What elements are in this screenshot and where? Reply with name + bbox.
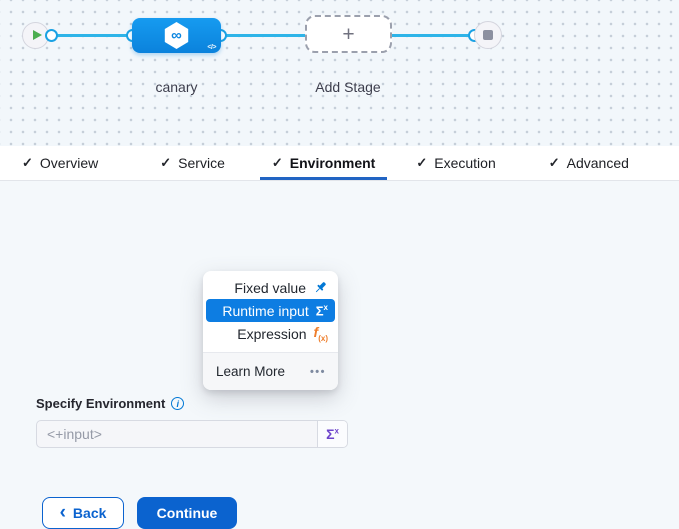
tab-advanced[interactable]: ✓ Advanced bbox=[537, 146, 641, 180]
menu-item-label: Expression bbox=[237, 325, 307, 342]
check-icon: ✓ bbox=[416, 155, 428, 170]
tab-service[interactable]: ✓ Service bbox=[148, 146, 237, 180]
expression-fx-icon: f(x) bbox=[313, 324, 328, 343]
pipeline-edge bbox=[390, 34, 476, 37]
runtime-input-sigma-icon: Σx bbox=[315, 302, 328, 319]
environment-panel: Specify Environment i Σx ‹ Back Continue bbox=[0, 182, 679, 529]
learn-more-label: Learn More bbox=[216, 364, 286, 379]
infinity-icon: ∞ bbox=[171, 27, 182, 44]
menu-item-runtime-input[interactable]: Runtime input Σx bbox=[206, 299, 335, 322]
pipeline-start-node bbox=[22, 22, 49, 49]
stage-name-label: canary bbox=[155, 79, 198, 95]
specify-environment-label: Specify Environment i bbox=[36, 396, 185, 411]
pipeline-edge bbox=[220, 34, 307, 37]
pin-icon bbox=[315, 282, 326, 293]
add-stage-button[interactable]: + bbox=[305, 15, 392, 53]
check-icon: ✓ bbox=[271, 155, 283, 170]
plus-icon: + bbox=[342, 22, 355, 46]
stage-config-tabbar: ✓ Overview ✓ Service ✓ Environment ✓ Exe… bbox=[0, 146, 679, 181]
input-type-dropdown: Fixed value Runtime input Σx Expression … bbox=[203, 271, 338, 390]
environment-input-group: Σx bbox=[36, 420, 348, 448]
tab-label: Advanced bbox=[566, 155, 629, 171]
info-icon[interactable]: i bbox=[171, 397, 185, 410]
input-type-selector-button[interactable]: Σx bbox=[317, 421, 347, 447]
continue-button[interactable]: Continue bbox=[137, 497, 237, 529]
menu-item-fixed-value[interactable]: Fixed value bbox=[203, 276, 338, 299]
continue-label: Continue bbox=[156, 505, 218, 521]
check-icon: ✓ bbox=[548, 155, 560, 170]
code-icon: </> bbox=[207, 44, 216, 51]
tab-label: Execution bbox=[434, 155, 496, 171]
tab-label: Service bbox=[178, 155, 225, 171]
pipeline-canvas: ∞ </> + canary Add Stage bbox=[0, 0, 679, 146]
connector-dot[interactable] bbox=[45, 29, 58, 42]
back-button[interactable]: ‹ Back bbox=[42, 497, 124, 529]
runtime-input-sigma-icon: Σx bbox=[326, 426, 339, 442]
add-stage-label: Add Stage bbox=[315, 79, 381, 95]
tab-environment[interactable]: ✓ Environment bbox=[259, 146, 388, 180]
tab-label: Environment bbox=[289, 155, 376, 171]
tab-label: Overview bbox=[39, 155, 99, 171]
back-label: Back bbox=[72, 505, 107, 521]
stage-node-canary[interactable]: ∞ </> bbox=[132, 18, 221, 53]
check-icon: ✓ bbox=[22, 155, 33, 170]
stop-icon bbox=[482, 29, 493, 40]
check-icon: ✓ bbox=[160, 155, 172, 170]
play-icon bbox=[33, 30, 42, 40]
chevron-left-icon: ‹ bbox=[59, 502, 66, 523]
environment-input[interactable] bbox=[37, 421, 317, 447]
menu-item-expression[interactable]: Expression f(x) bbox=[203, 322, 338, 345]
tab-execution[interactable]: ✓ Execution bbox=[404, 146, 507, 180]
deployment-hexagon-icon: ∞ bbox=[164, 22, 189, 49]
tab-overview[interactable]: ✓ Overview bbox=[10, 146, 110, 180]
pipeline-end-node bbox=[474, 21, 502, 49]
menu-item-label: Runtime input bbox=[222, 302, 309, 319]
menu-item-label: Fixed value bbox=[234, 279, 306, 296]
more-options-icon[interactable]: ••• bbox=[309, 365, 326, 378]
pipeline-edge bbox=[51, 34, 134, 37]
learn-more-row[interactable]: Learn More ••• bbox=[203, 352, 338, 390]
